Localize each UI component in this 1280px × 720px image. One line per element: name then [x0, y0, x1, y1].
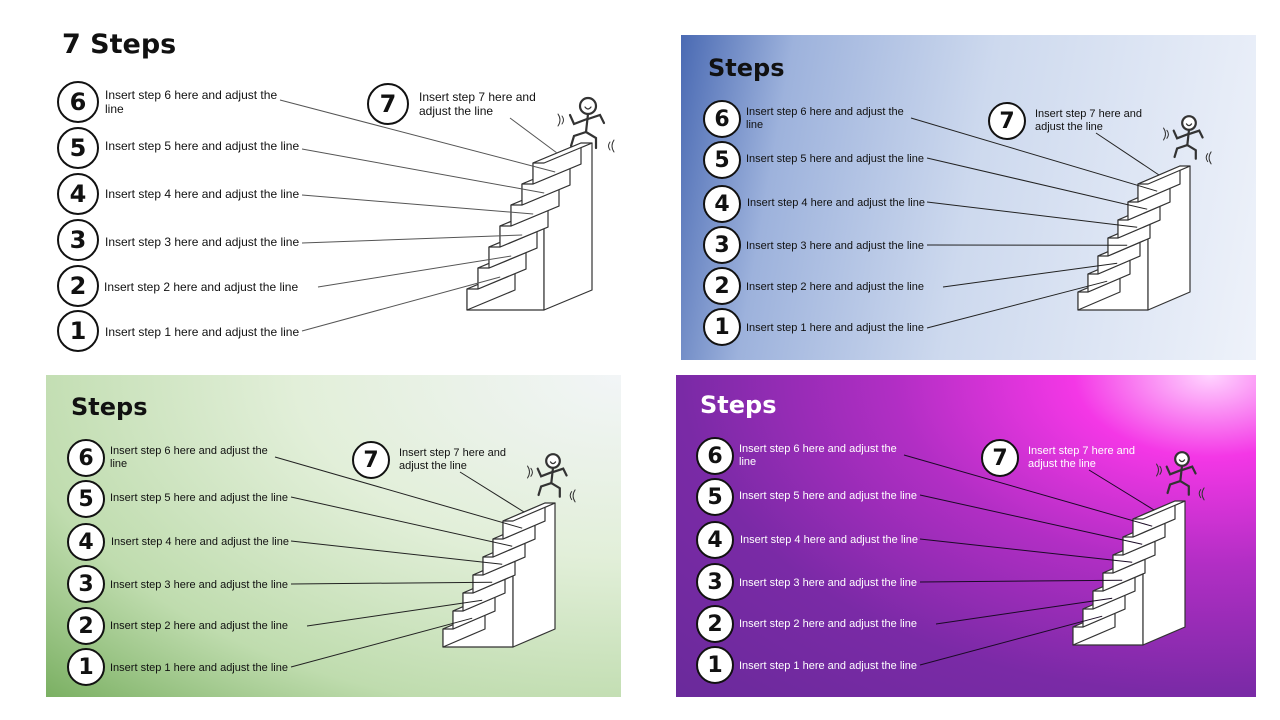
step-1-badge: 1: [696, 646, 734, 684]
step-1-label: Insert step 1 here and adjust the line: [739, 660, 917, 672]
step-5-label: Insert step 5 here and adjust the line: [739, 490, 917, 502]
step-4-label: Insert step 4 here and adjust the line: [740, 534, 918, 546]
slide-title: 7 Steps: [62, 29, 177, 60]
step-6-label: Insert step 6 here and adjust the line: [105, 88, 278, 117]
step-6-badge: 6: [67, 439, 105, 477]
step-3-badge: 3: [703, 226, 741, 264]
step-5-badge: 5: [67, 480, 105, 518]
step-6-label: Insert step 6 here and adjust the line: [746, 106, 904, 132]
step-2-badge: 2: [703, 267, 741, 305]
step-3-badge: 3: [57, 219, 99, 261]
step-7-label: Insert step 7 here and adjust the line: [419, 90, 536, 119]
step-6-badge: 6: [57, 81, 99, 123]
step-2-label: Insert step 2 here and adjust the line: [739, 618, 917, 630]
step-1-badge: 1: [703, 308, 741, 346]
step-5-badge: 5: [57, 127, 99, 169]
step-5-badge: 5: [703, 141, 741, 179]
step-6-label: Insert step 6 here and adjust the line: [739, 443, 897, 469]
step-4-badge: 4: [703, 185, 741, 223]
step-4-badge: 4: [696, 521, 734, 559]
step-2-label: Insert step 2 here and adjust the line: [110, 620, 288, 632]
step-2-label: Insert step 2 here and adjust the line: [104, 280, 299, 294]
step-3-label: Insert step 3 here and adjust the line: [105, 235, 300, 249]
step-3-badge: 3: [696, 563, 734, 601]
step-2-badge: 2: [696, 605, 734, 643]
slide-2: Steps 6 Insert step 6 here and adjust th…: [681, 35, 1256, 360]
slide-1: 7 Steps 6 Insert step 6 here and adjust …: [0, 0, 640, 360]
step-4-badge: 4: [67, 523, 105, 561]
step-4-label: Insert step 4 here and adjust the line: [111, 536, 289, 548]
step-4-badge: 4: [57, 173, 99, 215]
step-7-label: Insert step 7 here and adjust the line: [399, 447, 507, 473]
step-1-label: Insert step 1 here and adjust the line: [105, 325, 300, 339]
step-5-label: Insert step 5 here and adjust the line: [746, 153, 924, 165]
step-7-label: Insert step 7 here and adjust the line: [1035, 108, 1143, 134]
step-3-label: Insert step 3 here and adjust the line: [746, 240, 924, 252]
staircase-icon: [910, 115, 1212, 329]
step-2-badge: 2: [67, 607, 105, 645]
step-2-label: Insert step 2 here and adjust the line: [746, 281, 924, 293]
step-3-label: Insert step 3 here and adjust the line: [110, 579, 288, 591]
slide-title: Steps: [708, 54, 785, 82]
step-6-badge: 6: [696, 437, 734, 475]
step-5-label: Insert step 5 here and adjust the line: [110, 492, 288, 504]
step-5-badge: 5: [696, 478, 734, 516]
slide-title: Steps: [71, 393, 148, 421]
step-4-label: Insert step 4 here and adjust the line: [747, 197, 925, 209]
step-1-label: Insert step 1 here and adjust the line: [110, 662, 288, 674]
staircase-icon: [279, 96, 615, 332]
step-4-label: Insert step 4 here and adjust the line: [105, 187, 300, 201]
staircase-icon: [903, 451, 1205, 666]
step-3-label: Insert step 3 here and adjust the line: [739, 577, 917, 589]
step-1-badge: 1: [57, 310, 99, 352]
step-6-label: Insert step 6 here and adjust the line: [110, 445, 268, 471]
step-6-badge: 6: [703, 100, 741, 138]
step-7-badge: 7: [352, 441, 390, 479]
slide-title: Steps: [700, 391, 777, 419]
slide-3: Steps 6 Insert step 6 here and adjust th…: [46, 375, 621, 697]
staircase-icon: [274, 453, 576, 668]
step-3-badge: 3: [67, 565, 105, 603]
slide-4: Steps 6 Insert step 6 here and adjust th…: [676, 375, 1256, 697]
step-2-badge: 2: [57, 265, 99, 307]
step-7-badge: 7: [367, 83, 409, 125]
step-7-badge: 7: [981, 439, 1019, 477]
step-7-badge: 7: [988, 102, 1026, 140]
step-5-label: Insert step 5 here and adjust the line: [105, 139, 300, 153]
step-1-badge: 1: [67, 648, 105, 686]
step-1-label: Insert step 1 here and adjust the line: [746, 322, 924, 334]
step-7-label: Insert step 7 here and adjust the line: [1028, 445, 1136, 471]
